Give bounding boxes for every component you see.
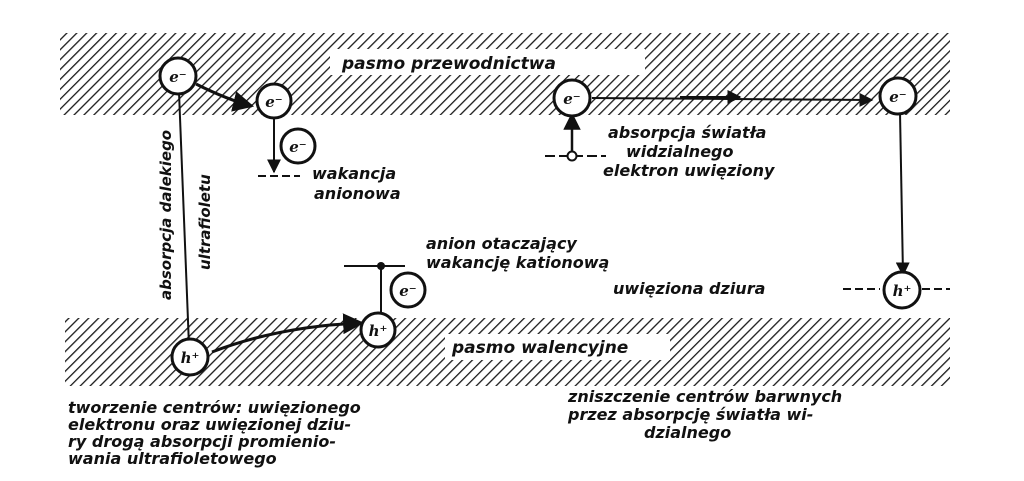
recombination-arrow xyxy=(895,111,910,277)
svg-text:e⁻: e⁻ xyxy=(169,68,186,86)
far-uv-absorption-line xyxy=(178,91,190,347)
visible-absorption-label-1: absorpcja światła xyxy=(608,123,766,142)
anion-vacancy-label-1: wakancja xyxy=(312,164,396,183)
electron-released: e⁻ xyxy=(552,78,592,118)
caption-right-line-3: dzialnego xyxy=(644,423,731,442)
electron-conduction-band: e⁻ xyxy=(255,82,293,120)
hole-valence-band: h⁺ xyxy=(170,337,210,377)
svg-text:h⁺: h⁺ xyxy=(181,349,200,367)
caption-left-line-2: elektronu oraz uwięzionej dziu- xyxy=(68,415,351,434)
trapped-hole-label: uwięziona dziura xyxy=(613,279,765,298)
anion-vacancy-label-2: anionowa xyxy=(314,184,401,203)
svg-text:h⁺: h⁺ xyxy=(893,282,912,300)
caption-right-line-2: przez absorpcję światła wi- xyxy=(567,405,813,424)
svg-text:e⁻: e⁻ xyxy=(889,88,906,106)
svg-text:e⁻: e⁻ xyxy=(265,93,282,111)
anion-label-1: anion otaczający xyxy=(426,234,577,253)
trapped-electron-dot xyxy=(566,150,578,162)
caption-left-line-3: ry drogą absorpcji promienio- xyxy=(68,432,336,451)
svg-text:e⁻: e⁻ xyxy=(289,138,306,156)
far-uv-label-1: absorpcja dalekiego xyxy=(157,130,175,300)
anion-label-2: wakancję kationową xyxy=(426,253,609,272)
caption-left-line-4: wania ultrafioletowego xyxy=(68,449,277,468)
electron-top-right: e⁻ xyxy=(878,76,918,116)
electron-on-anion: e⁻ xyxy=(389,271,427,309)
electron-drift-arrow xyxy=(195,82,255,112)
svg-text:h⁺: h⁺ xyxy=(369,322,388,340)
svg-text:e⁻: e⁻ xyxy=(399,282,416,300)
electron-top-left: e⁻ xyxy=(158,56,198,96)
visible-absorption-label-2: widzialnego xyxy=(626,142,733,161)
valence-band-label: pasmo walencyjne xyxy=(451,338,628,358)
hole-trapping-arrow xyxy=(211,313,365,354)
caption-left-line-1: tworzenie centrów: uwięzionego xyxy=(68,398,361,417)
electron-anion-vacancy: e⁻ xyxy=(279,127,317,165)
conduction-band-label: pasmo przewodnictwa xyxy=(341,54,556,74)
caption-right-line-1: zniszczenie centrów barwnych xyxy=(567,387,842,406)
svg-text:e⁻: e⁻ xyxy=(563,90,580,108)
hole-trapped-right: h⁺ xyxy=(882,270,922,310)
far-uv-label-2: ultrafioletu xyxy=(196,174,214,270)
visible-absorption-label-3: elektron uwięziony xyxy=(603,161,775,180)
hole-trapped-left: h⁺ xyxy=(359,311,397,349)
